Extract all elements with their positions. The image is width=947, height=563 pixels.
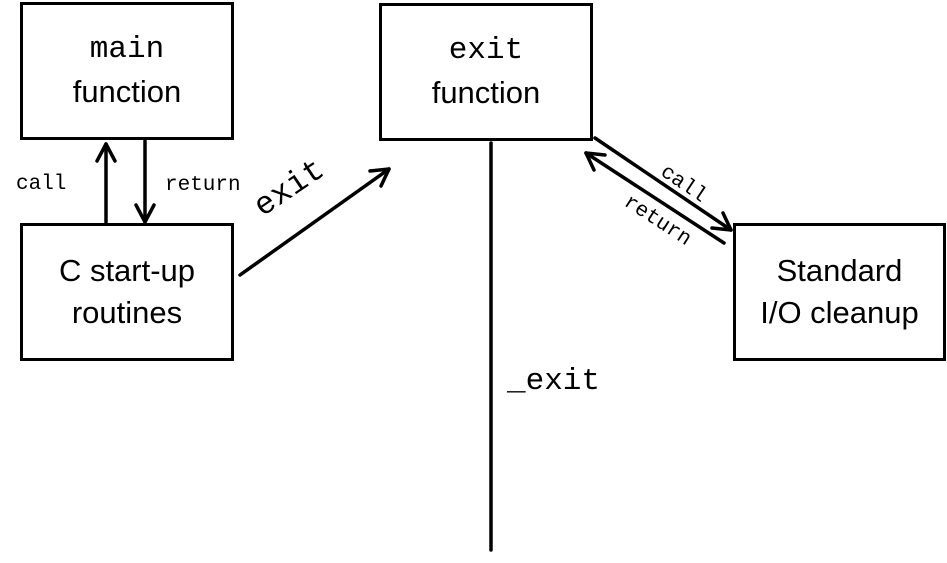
stdio-box-line1: Standard — [776, 253, 903, 288]
stdio-box-line2: I/O cleanup — [760, 295, 919, 330]
main-box-line2: function — [72, 74, 182, 109]
main-box-line1: main — [89, 32, 165, 67]
startup-box-line1: C start-up — [58, 253, 196, 288]
call-arrow-up — [95, 142, 117, 224]
exit-call-arrow — [238, 167, 391, 277]
startup-routines-box: C start-up routines — [20, 223, 234, 361]
return-label-left: return — [165, 174, 241, 197]
standard-io-cleanup-box: Standard I/O cleanup — [733, 223, 946, 361]
startup-box-line2: routines — [71, 295, 183, 330]
underscore-exit-label: _exit — [507, 364, 601, 399]
call-arrow-right — [593, 136, 733, 232]
exit-box-line2: function — [431, 75, 541, 110]
exit-function-box: exit function — [379, 3, 593, 141]
exit-box-line1: exit — [448, 33, 524, 68]
call-label-left: call — [16, 173, 67, 196]
return-arrow-down — [134, 139, 156, 224]
main-function-box: main function — [20, 2, 234, 140]
return-arrow-left — [584, 151, 726, 245]
